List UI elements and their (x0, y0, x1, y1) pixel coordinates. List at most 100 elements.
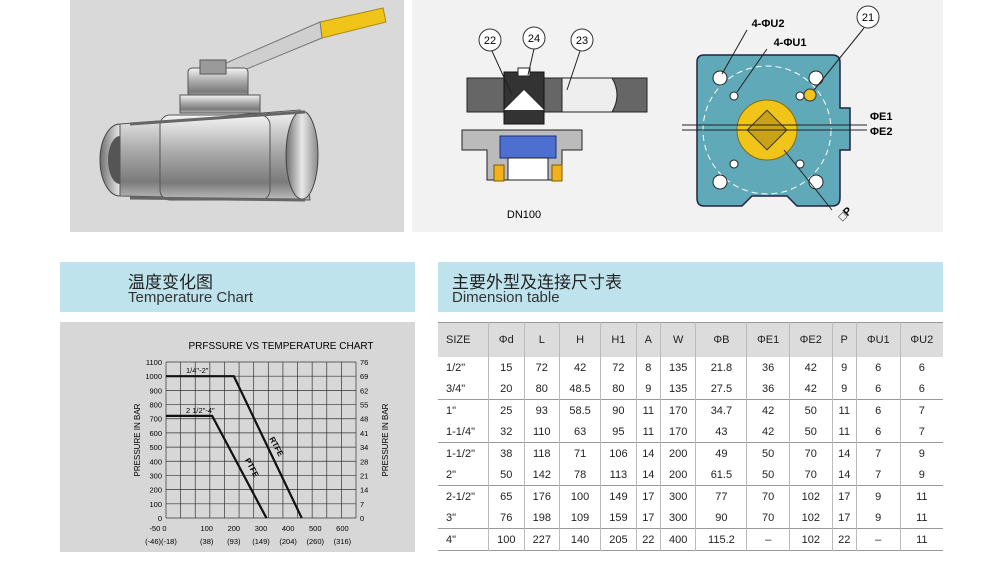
temperature-title-en: Temperature Chart (128, 289, 254, 306)
table-cell: 58.5 (559, 399, 602, 421)
table-cell: 159 (600, 507, 637, 529)
x-tick-label-c: (38) (200, 537, 214, 546)
p-label: □P (836, 205, 854, 223)
table-cell: 7 (918, 425, 925, 438)
table-cell: 6 (856, 357, 901, 378)
table-cell: 50 (488, 464, 525, 486)
dimension-title-cn: 主要外型及连接尺寸表 (452, 273, 622, 292)
table-cell: 50 (789, 421, 833, 443)
series-line (166, 375, 303, 519)
y-tick-label-left: 700 (149, 415, 162, 424)
table-cell: 300 (660, 485, 697, 507)
y-tick-label-left: 900 (149, 386, 162, 395)
y-tick-label-right: 76 (360, 358, 368, 367)
x-tick-label-c: (93) (227, 537, 241, 546)
x-tick-label-c: (149) (252, 537, 270, 546)
valve-photo (70, 0, 404, 232)
table-cell: 17 (636, 485, 661, 507)
table-cell: 400 (660, 528, 697, 551)
table-cell: 170 (660, 421, 697, 443)
y-tick-label-left: 400 (149, 457, 162, 466)
table-cell: 102 (789, 528, 833, 551)
table-cell: 36 (746, 357, 790, 378)
table-cell: 72 (524, 357, 561, 378)
table-cell: 63 (559, 421, 602, 443)
y-tick-label-left: 0 (158, 514, 162, 523)
y-tick-label-right: 48 (360, 415, 368, 424)
u1-label: 4-ΦU1 (774, 37, 807, 49)
y-tick-label-right: 62 (360, 386, 368, 395)
e2-label: ΦE2 (870, 126, 892, 138)
dimension-header: 主要外型及连接尺寸表 Dimension table (438, 262, 943, 312)
table-cell: 205 (600, 528, 637, 551)
table-cell: 50 (789, 399, 833, 421)
table-cell: 11 (636, 399, 661, 421)
table-cell: 9 (832, 357, 857, 378)
callout-23: 23 (576, 35, 588, 47)
table-cell: 176 (524, 485, 561, 507)
dimension-title-en: Dimension table (452, 289, 560, 306)
table-cell: 90 (600, 399, 637, 421)
table-cell: 227 (524, 528, 561, 551)
x-tick-label-f: 500 (309, 524, 322, 533)
y-tick-label-left: 600 (149, 429, 162, 438)
y-tick-label-right: 41 (360, 429, 368, 438)
table-cell: 113 (600, 464, 637, 486)
y-tick-label-right: 7 (360, 500, 364, 509)
table-cell: 76 (488, 507, 525, 529)
y-tick-label-right: 28 (360, 457, 368, 466)
table-cell: 11 (636, 421, 661, 443)
x-tick-label-c: (316) (334, 537, 352, 546)
table-cell: 42 (789, 357, 833, 378)
table-cell: 8 (636, 357, 661, 378)
table-cell: – (746, 528, 790, 551)
table-cell: 11 (832, 421, 857, 443)
table-cell: 25 (488, 399, 525, 421)
table-cell: 1" (438, 399, 489, 421)
table-header-cell: L (524, 322, 561, 357)
table-cell: 36 (746, 378, 790, 400)
y-tick-label-right: 21 (360, 471, 368, 480)
table-cell: 9 (900, 442, 943, 464)
table-cell: 6 (856, 399, 901, 421)
table-cell: 95 (600, 421, 637, 443)
table-cell: 93 (524, 399, 561, 421)
x-tick-label-c: (-46)(-18) (145, 537, 177, 546)
table-cell: 42 (789, 378, 833, 400)
table-header-cell: P (832, 322, 857, 357)
table-cell: 170 (660, 399, 697, 421)
table-cell: 115.2 (695, 528, 748, 551)
u2-label: 4-ΦU2 (752, 18, 785, 30)
y-tick-label-left: 300 (149, 471, 162, 480)
table-cell: 9 (636, 378, 661, 400)
x-tick-label-f: 100 (200, 524, 213, 533)
table-cell: 11 (916, 511, 928, 524)
y-tick-label-left: 200 (149, 486, 162, 495)
table-cell: 42 (746, 399, 790, 421)
table-cell: 135 (660, 378, 697, 400)
temperature-title-cn: 温度变化图 (128, 273, 213, 292)
table-header-cell: H (559, 322, 602, 357)
table-cell: 50 (746, 464, 790, 486)
table-cell: 77 (695, 485, 748, 507)
table-cell: 135 (660, 357, 697, 378)
table-cell: 34.7 (695, 399, 748, 421)
x-tick-label-c: (204) (279, 537, 297, 546)
table-cell: 3/4" (438, 378, 489, 400)
x-tick-label-f: 400 (282, 524, 295, 533)
table-cell: 2" (438, 464, 489, 486)
table-header-cell: SIZE (438, 322, 489, 357)
table-cell: 71 (559, 442, 602, 464)
table-header-cell: ΦU2 (900, 322, 943, 357)
y-tick-label-left: 100 (149, 500, 162, 509)
table-cell: 11 (832, 399, 857, 421)
y-axis-label-left: PRESSURE IN BAR (133, 403, 142, 476)
table-cell: 49 (695, 442, 748, 464)
table-cell: 15 (488, 357, 525, 378)
table-cell: 110 (524, 421, 561, 443)
